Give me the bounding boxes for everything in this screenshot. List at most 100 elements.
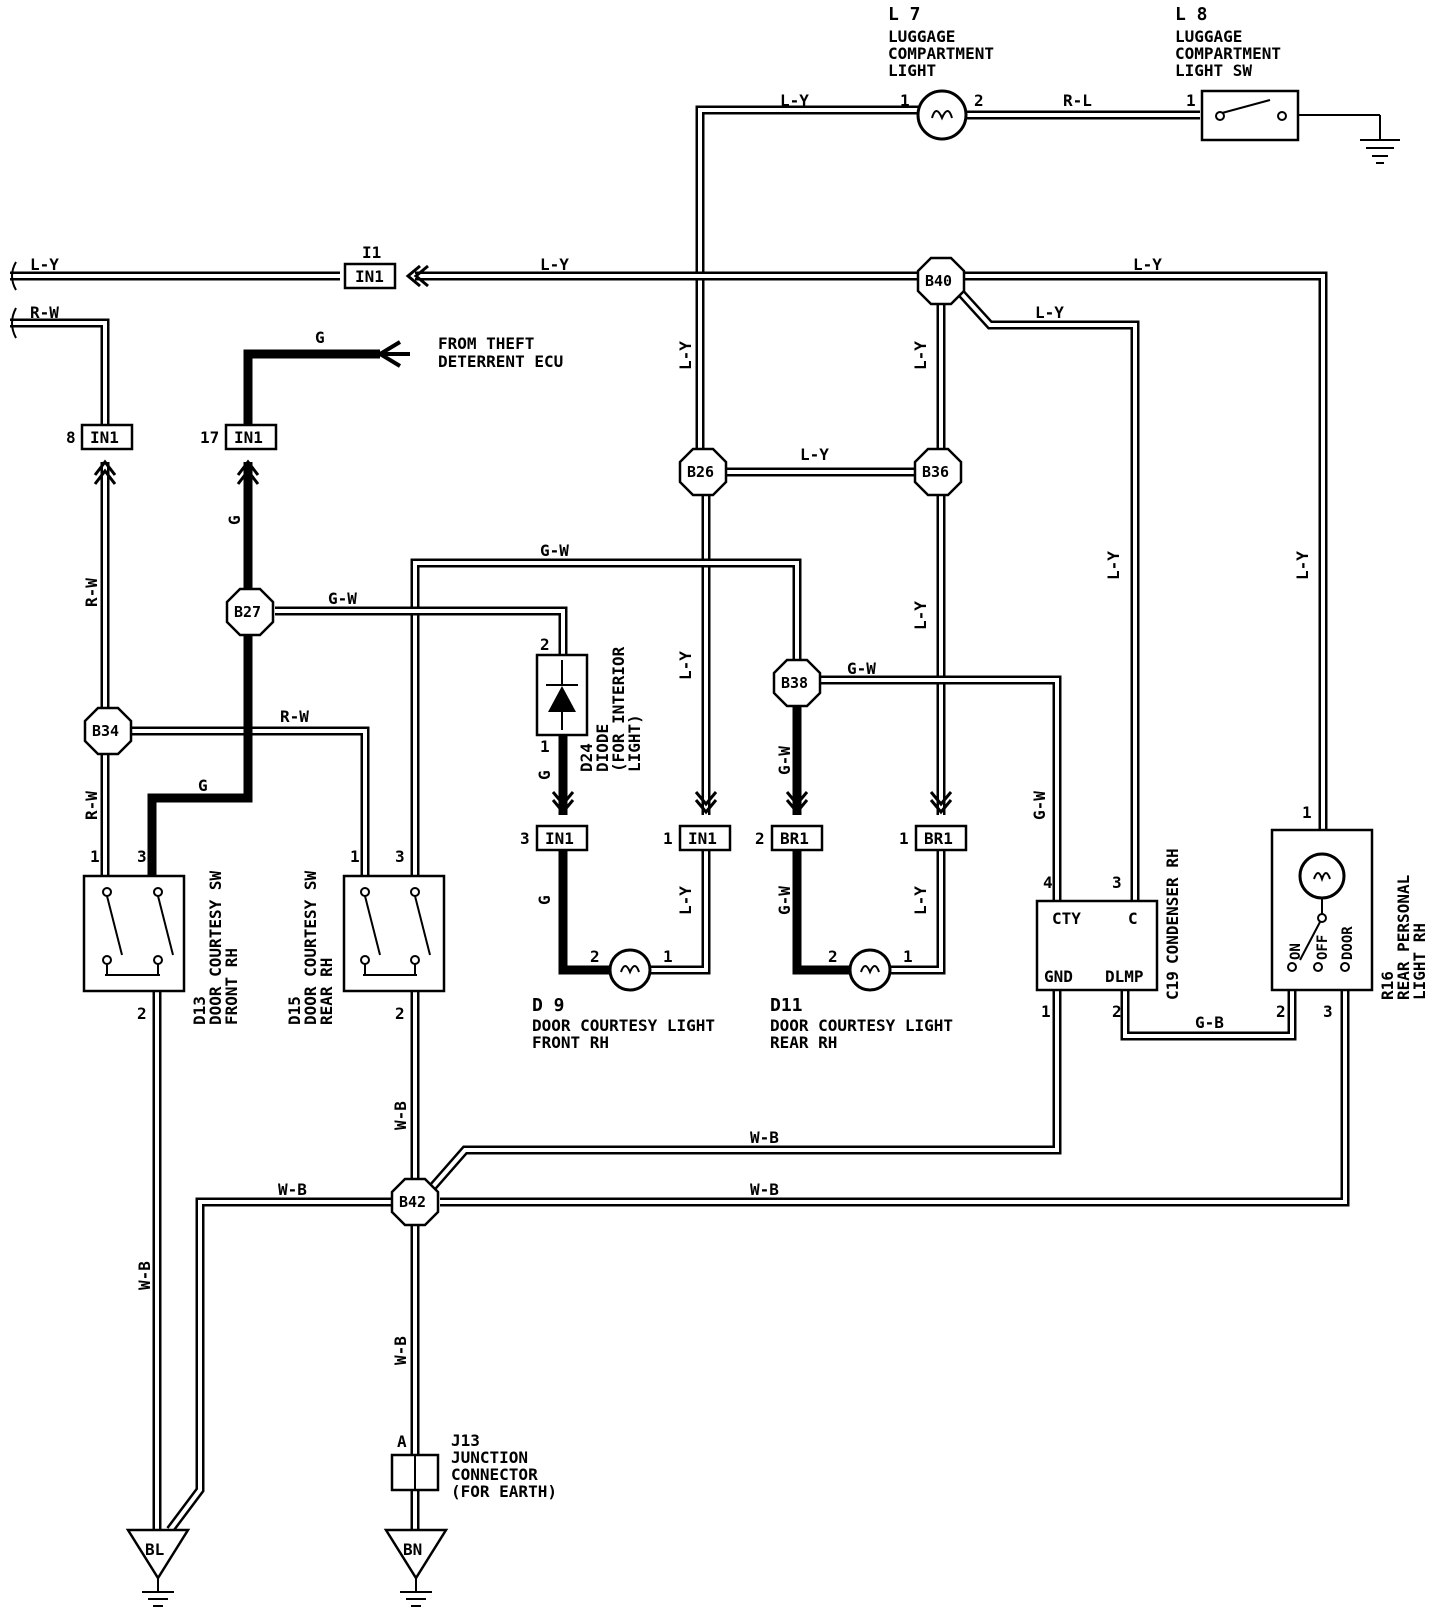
node-b36: B36: [913, 447, 963, 497]
connector-br1-2-label: BR1: [780, 829, 809, 848]
d13-name-1: DOOR COURTESY SW: [206, 871, 225, 1025]
node-b38-label: B38: [781, 674, 808, 692]
j13-pin-a: A: [397, 1432, 407, 1451]
r16-pin3: 3: [1323, 1002, 1333, 1021]
ground-bl-label: BL: [145, 1540, 164, 1559]
r16-rear-personal-light: ON OFF DOOR 1 2 3 R16 REAR PERSONAL LIGH…: [1270, 803, 1429, 1021]
node-b26-label: B26: [687, 463, 714, 481]
j13-id: J13: [451, 1431, 480, 1450]
ground-bn-label: BN: [403, 1540, 422, 1559]
connector-i1-label: IN1: [355, 267, 384, 286]
wire-label: G-W: [328, 589, 357, 608]
d9-id: D 9: [532, 995, 565, 1016]
wire-label: G: [198, 776, 208, 795]
wire-label: W-B: [278, 1180, 307, 1199]
connector-in1-3: IN1 3: [520, 824, 589, 852]
connector-in1-8-label: IN1: [90, 428, 119, 447]
wire-label: G: [225, 515, 244, 525]
node-b27: B27: [225, 587, 275, 637]
wire-label: G-W: [775, 886, 794, 915]
switch-icon: [1221, 99, 1271, 114]
connector-br1-1-label: BR1: [924, 829, 953, 848]
wire-label: W-B: [750, 1128, 779, 1147]
connector-in1-1: IN1 1: [663, 824, 732, 852]
d24-name-1: DIODE: [593, 724, 612, 772]
wire-label: L-Y: [540, 255, 569, 274]
r16-on: ON: [1288, 943, 1304, 960]
connectors: IN1 I1 IN1 8 IN1 17 IN1 3 IN1 1 BR1 2: [66, 243, 968, 852]
connector-in1-17-pin: 17: [200, 428, 219, 447]
node-b40-label: B40: [925, 272, 952, 290]
l8-id: L 8: [1175, 4, 1208, 25]
l7-pin2: 2: [974, 91, 984, 110]
connector-i1: IN1 I1: [343, 243, 397, 290]
connector-in1-17-label: IN1: [234, 428, 263, 447]
connector-br1-1: BR1 1: [899, 824, 968, 852]
wire-label: L-Y: [676, 651, 695, 680]
j13-name-3: (FOR EARTH): [451, 1482, 557, 1501]
d13-id: D13: [190, 996, 209, 1025]
l7-name-1: LUGGAGE: [888, 27, 955, 46]
d15-name-2: REAR RH: [317, 958, 336, 1025]
connector-in1-17: IN1 17: [200, 423, 278, 451]
wire-label: G-W: [540, 541, 569, 560]
wire-label: R-W: [280, 707, 309, 726]
wire-label: G-W: [1030, 791, 1049, 820]
c19-c: C: [1128, 909, 1138, 928]
r16-name-2: LIGHT RH: [1410, 923, 1429, 1000]
d9-pin1: 1: [663, 947, 673, 966]
lamp-icon: [916, 89, 968, 141]
connector-in1-3-pin: 3: [520, 829, 530, 848]
switch-icon: [106, 895, 123, 956]
wire-label: W-B: [750, 1180, 779, 1199]
ground-icon: [125, 1528, 191, 1581]
wire-label: L-Y: [911, 341, 930, 370]
c19-dlmp: DLMP: [1105, 967, 1144, 986]
c19-name: CONDENSER RH: [1163, 848, 1182, 964]
c19-pin2: 2: [1112, 1002, 1122, 1021]
l8-name-2: COMPARTMENT: [1175, 44, 1281, 63]
d13-pin1: 1: [90, 847, 100, 866]
wire-labels: L-Y R-L L-Y L-Y L-Y L-Y L-Y R-W G G-W G-…: [30, 91, 1312, 1365]
wire-label: G-B: [1195, 1013, 1224, 1032]
theft-label-1: FROM THEFT: [438, 334, 534, 353]
thick-wires: [147, 340, 850, 975]
c19-id: C19: [1163, 971, 1182, 1000]
d15-switch: 1 3 2 D15 DOOR COURTESY SW REAR RH: [285, 847, 446, 1025]
wire-label: L-Y: [780, 91, 809, 110]
wire-label: G: [535, 770, 554, 780]
wire-label: L-Y: [30, 255, 59, 274]
wire-label: W-B: [391, 1336, 410, 1365]
d13-switch: 1 3 2 D13 DOOR COURTESY SW FRONT RH: [82, 847, 241, 1025]
d24-name-2: (FOR INTERIOR: [609, 646, 628, 772]
l7-id: L 7: [888, 4, 921, 25]
l7-name-2: COMPARTMENT: [888, 44, 994, 63]
node-b42: B42: [390, 1177, 440, 1227]
c19-pin3: 3: [1112, 873, 1122, 892]
wire-label: L-Y: [676, 341, 695, 370]
r16-id: R16: [1378, 971, 1397, 1000]
node-b36-label: B36: [922, 463, 949, 481]
connector-arrows: [11, 261, 953, 815]
wire-label: W-B: [135, 1261, 154, 1290]
wire-label: R-W: [82, 791, 101, 820]
d11-id: D11: [770, 995, 803, 1016]
connector-in1-8-pin: 8: [66, 428, 76, 447]
d13-name-2: FRONT RH: [222, 948, 241, 1025]
wire-label: R-L: [1063, 91, 1092, 110]
d11-name-1: DOOR COURTESY LIGHT: [770, 1016, 953, 1035]
d11-pin2: 2: [828, 947, 838, 966]
c19-pin4: 4: [1043, 873, 1053, 892]
d11-name-2: REAR RH: [770, 1033, 837, 1052]
d15-name-1: DOOR COURTESY SW: [301, 871, 320, 1025]
d9-name-2: FRONT RH: [532, 1033, 609, 1052]
wire-label: L-Y: [676, 886, 695, 915]
d24-id: D24: [577, 743, 596, 772]
wire-label: L-Y: [911, 886, 930, 915]
r16-door: DOOR: [1340, 926, 1356, 960]
j13-name-2: CONNECTOR: [451, 1465, 538, 1484]
l7-pin1: 1: [900, 91, 910, 110]
r16-name-1: REAR PERSONAL: [1394, 875, 1413, 1000]
ground-icon: [383, 1528, 449, 1581]
connector-br1-2: BR1 2: [755, 824, 824, 852]
